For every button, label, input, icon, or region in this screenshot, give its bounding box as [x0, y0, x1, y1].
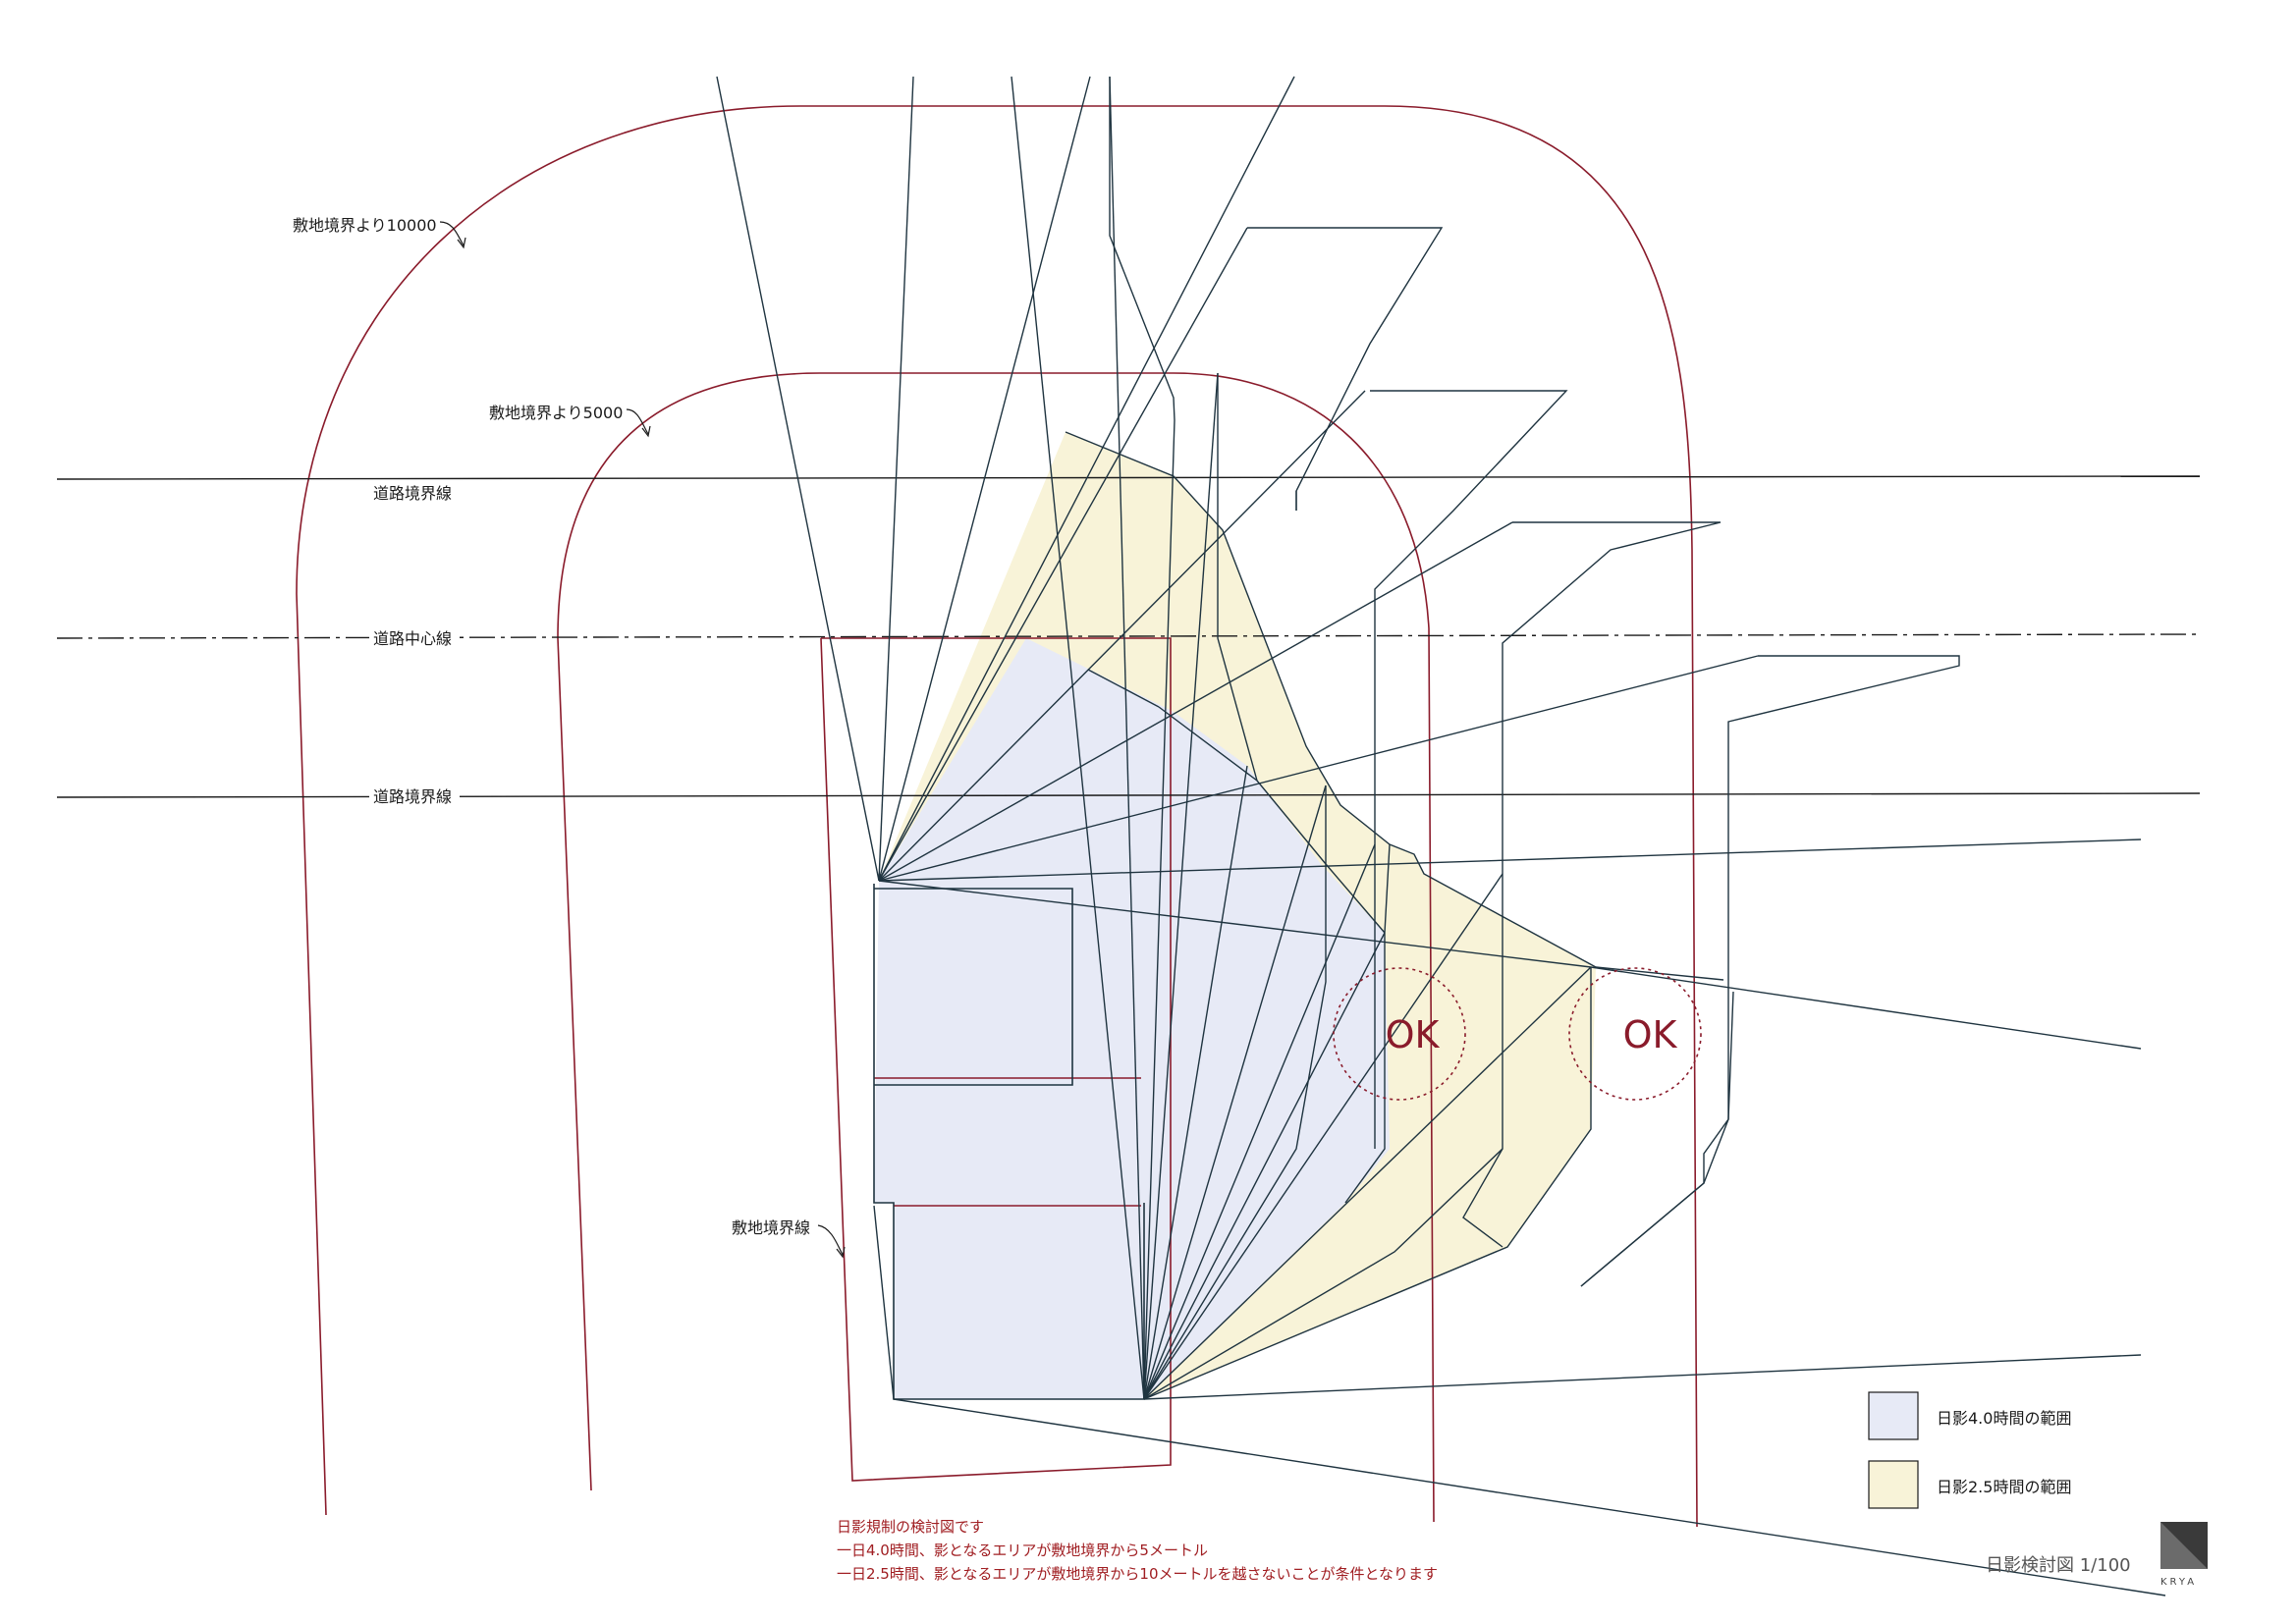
- label-boundary-5000: 敷地境界より5000: [489, 404, 623, 422]
- legend-label-2-5h: 日影2.5時間の範囲: [1937, 1478, 2071, 1496]
- note-line-1: 日影規制の検討図です: [837, 1518, 984, 1536]
- drawing-title: 日影検討図 1/100: [1986, 1555, 2131, 1576]
- note-line-2: 一日4.0時間、影となるエリアが敷地境界から5メートル: [837, 1542, 1208, 1559]
- notes-block: 日影規制の検討図です 一日4.0時間、影となるエリアが敷地境界から5メートル 一…: [837, 1518, 1438, 1583]
- road-center-line: [56, 633, 2201, 639]
- site-boundary-line: [820, 637, 1172, 1482]
- label-road-center: 道路中心線: [373, 629, 452, 648]
- label-road-boundary-top: 道路境界線: [373, 484, 452, 503]
- label-boundary-10000: 敷地境界より10000: [293, 216, 437, 235]
- annotation-labels: 敷地境界より10000 敷地境界より5000 道路境界線 道路中心線 道路境界線…: [293, 216, 846, 1259]
- boundary-10000-line: [296, 105, 1698, 1528]
- label-site-boundary: 敷地境界線: [732, 1218, 810, 1237]
- ok-label-right: OK: [1623, 1013, 1678, 1056]
- legend-swatch-2-5h: [1868, 1460, 1919, 1509]
- krya-logo: KRYA: [2160, 1522, 2208, 1588]
- logo-text: KRYA: [2160, 1577, 2197, 1588]
- legend-label-4h: 日影4.0時間の範囲: [1937, 1409, 2071, 1428]
- shade-4h-region: [874, 638, 1390, 1399]
- road-boundary-top-line: [56, 475, 2201, 480]
- building-outline: [873, 884, 1145, 1400]
- ok-check-left: OK: [1333, 967, 1466, 1101]
- note-line-3: 一日2.5時間、影となるエリアが敷地境界から10メートルを越さないことが条件とな…: [837, 1565, 1438, 1583]
- shadow-lines: [716, 76, 2166, 1596]
- label-road-boundary-bottom: 道路境界線: [373, 787, 452, 806]
- boundary-5000-line: [557, 372, 1435, 1523]
- legend: 日影4.0時間の範囲 日影2.5時間の範囲: [1868, 1391, 2071, 1509]
- ok-check-right: OK: [1568, 967, 1702, 1101]
- legend-swatch-4h: [1868, 1391, 1919, 1440]
- ok-label-left: OK: [1386, 1013, 1441, 1056]
